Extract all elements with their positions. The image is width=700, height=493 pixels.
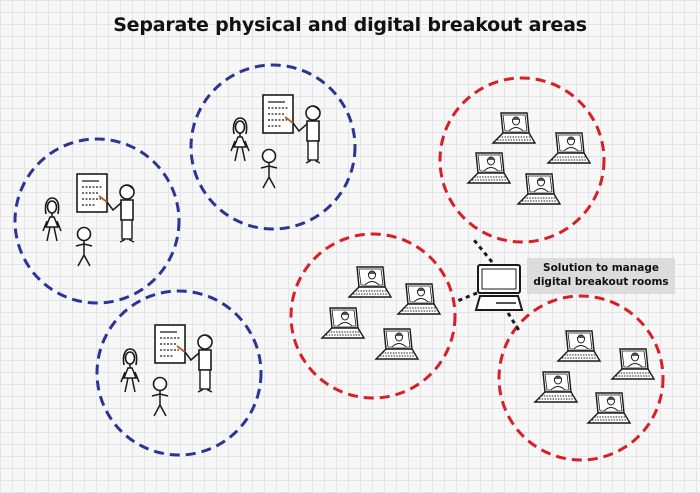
physical-group-3 [95,289,263,457]
laptop-icon [375,328,419,360]
hub-computer [454,239,524,333]
computer-icon [474,264,524,311]
man-icon [260,148,278,189]
physical-group-1 [13,137,181,305]
callout-line-2: digital breakout rooms [533,276,669,288]
flipchart-icon [154,324,186,364]
diagram-title: Separate physical and digital breakout a… [113,14,587,36]
digital-area-ring [438,76,606,244]
hub-callout-label: Solution to manage digital breakout room… [527,258,675,294]
laptop-icon [587,392,631,424]
flipchart-icon [76,173,108,213]
flipchart-icon [262,94,294,134]
connector-line [454,291,478,304]
laptop-icon [348,266,392,298]
digital-area-ring [497,294,665,462]
laptop-icon [534,371,578,403]
laptop-icon [492,112,536,144]
physical-area-ring [95,289,263,457]
laptop-icon [517,173,561,205]
laptop-icon [557,330,601,362]
physical-area-ring [189,63,357,231]
physical-group-2 [189,63,357,231]
digital-group-2 [289,232,457,400]
laptop-icon [467,152,511,184]
connector-line [472,239,494,263]
woman-icon [230,117,250,162]
laptop-icon [611,348,655,380]
digital-area-ring [289,232,457,400]
physical-area-ring [13,137,181,305]
man-icon [75,226,93,267]
woman-icon [42,197,62,242]
laptop-icon [397,283,441,315]
callout-line-1: Solution to manage [543,262,659,274]
laptop-icon [547,132,591,164]
man-icon [151,376,169,417]
woman-icon [120,348,140,393]
connector-line [506,312,522,333]
laptop-icon [321,307,365,339]
digital-group-1 [438,76,606,244]
digital-group-3 [497,294,665,462]
